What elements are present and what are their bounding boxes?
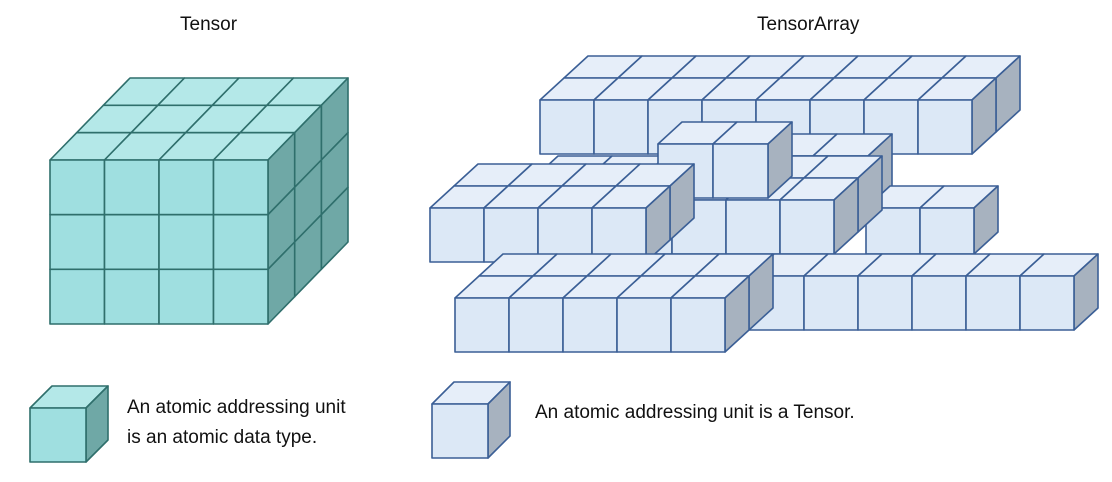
tensor-cube-block: [49, 77, 349, 325]
cube-front-face: [508, 297, 564, 353]
cube-front-face: [158, 159, 215, 216]
cube-front-face: [429, 207, 485, 263]
legend-tensor-array-cube-icon: [431, 381, 511, 459]
tensor-title: Tensor: [180, 14, 238, 35]
tensor-legend-line-1: An atomic addressing unit: [127, 397, 346, 418]
cube-front-face: [29, 407, 87, 463]
cube-front-face: [593, 99, 649, 155]
tensor-array-right-block: [865, 185, 999, 255]
cube-front-face: [49, 213, 106, 271]
cube-front-face: [562, 297, 618, 353]
cube-front-face: [857, 275, 913, 331]
cube-front-face: [49, 268, 106, 325]
legend-array-cube: [431, 381, 511, 459]
cube-front-face: [212, 159, 269, 216]
cube-front-face: [1019, 275, 1075, 331]
cube-front-face: [911, 275, 967, 331]
tensor-array-blocks: [429, 55, 1099, 353]
cube-front-face: [917, 99, 973, 155]
legend-tensor-cube: [29, 385, 109, 463]
tensor-array-lower-right-sheet: [749, 253, 1099, 331]
tensor-array-upper-sheet: [563, 55, 1021, 133]
cube-front-face: [539, 99, 595, 155]
tensor-depth-slice: [75, 104, 323, 298]
tensor-array-front-left-sheet: [453, 163, 695, 241]
cube-front-face: [803, 275, 859, 331]
cube-front-face: [103, 159, 160, 216]
cube-front-face: [616, 297, 672, 353]
cube-front-face: [212, 268, 269, 325]
cube-front-face: [965, 275, 1021, 331]
cube-front-face: [158, 213, 215, 271]
cube-front-face: [103, 213, 160, 271]
cube-front-face: [454, 297, 510, 353]
tensor-array-title: TensorArray: [757, 14, 860, 35]
cube-front-face: [103, 268, 160, 325]
cube-front-face: [158, 268, 215, 325]
cube-front-face: [779, 199, 835, 255]
cube-front-face: [431, 403, 489, 459]
cube-front-face: [725, 199, 781, 255]
legend-tensor-cube-icon: [29, 385, 109, 463]
tensor-depth-slice: [49, 131, 296, 325]
cube-front-face: [919, 207, 975, 255]
cube-front-face: [670, 297, 726, 353]
tensor-array-front-left-sheet: [429, 185, 671, 263]
tensor-array-lower-front-sheet: [478, 253, 774, 331]
cube-front-face: [212, 213, 269, 271]
cube-front-face: [712, 143, 769, 199]
tensor-array-lower-front-sheet: [454, 275, 750, 353]
cube-front-face: [49, 159, 106, 216]
tensor-array-legend-text: An atomic addressing unit is a Tensor.: [535, 402, 855, 423]
tensor-legend-line-2: is an atomic data type.: [127, 427, 318, 448]
